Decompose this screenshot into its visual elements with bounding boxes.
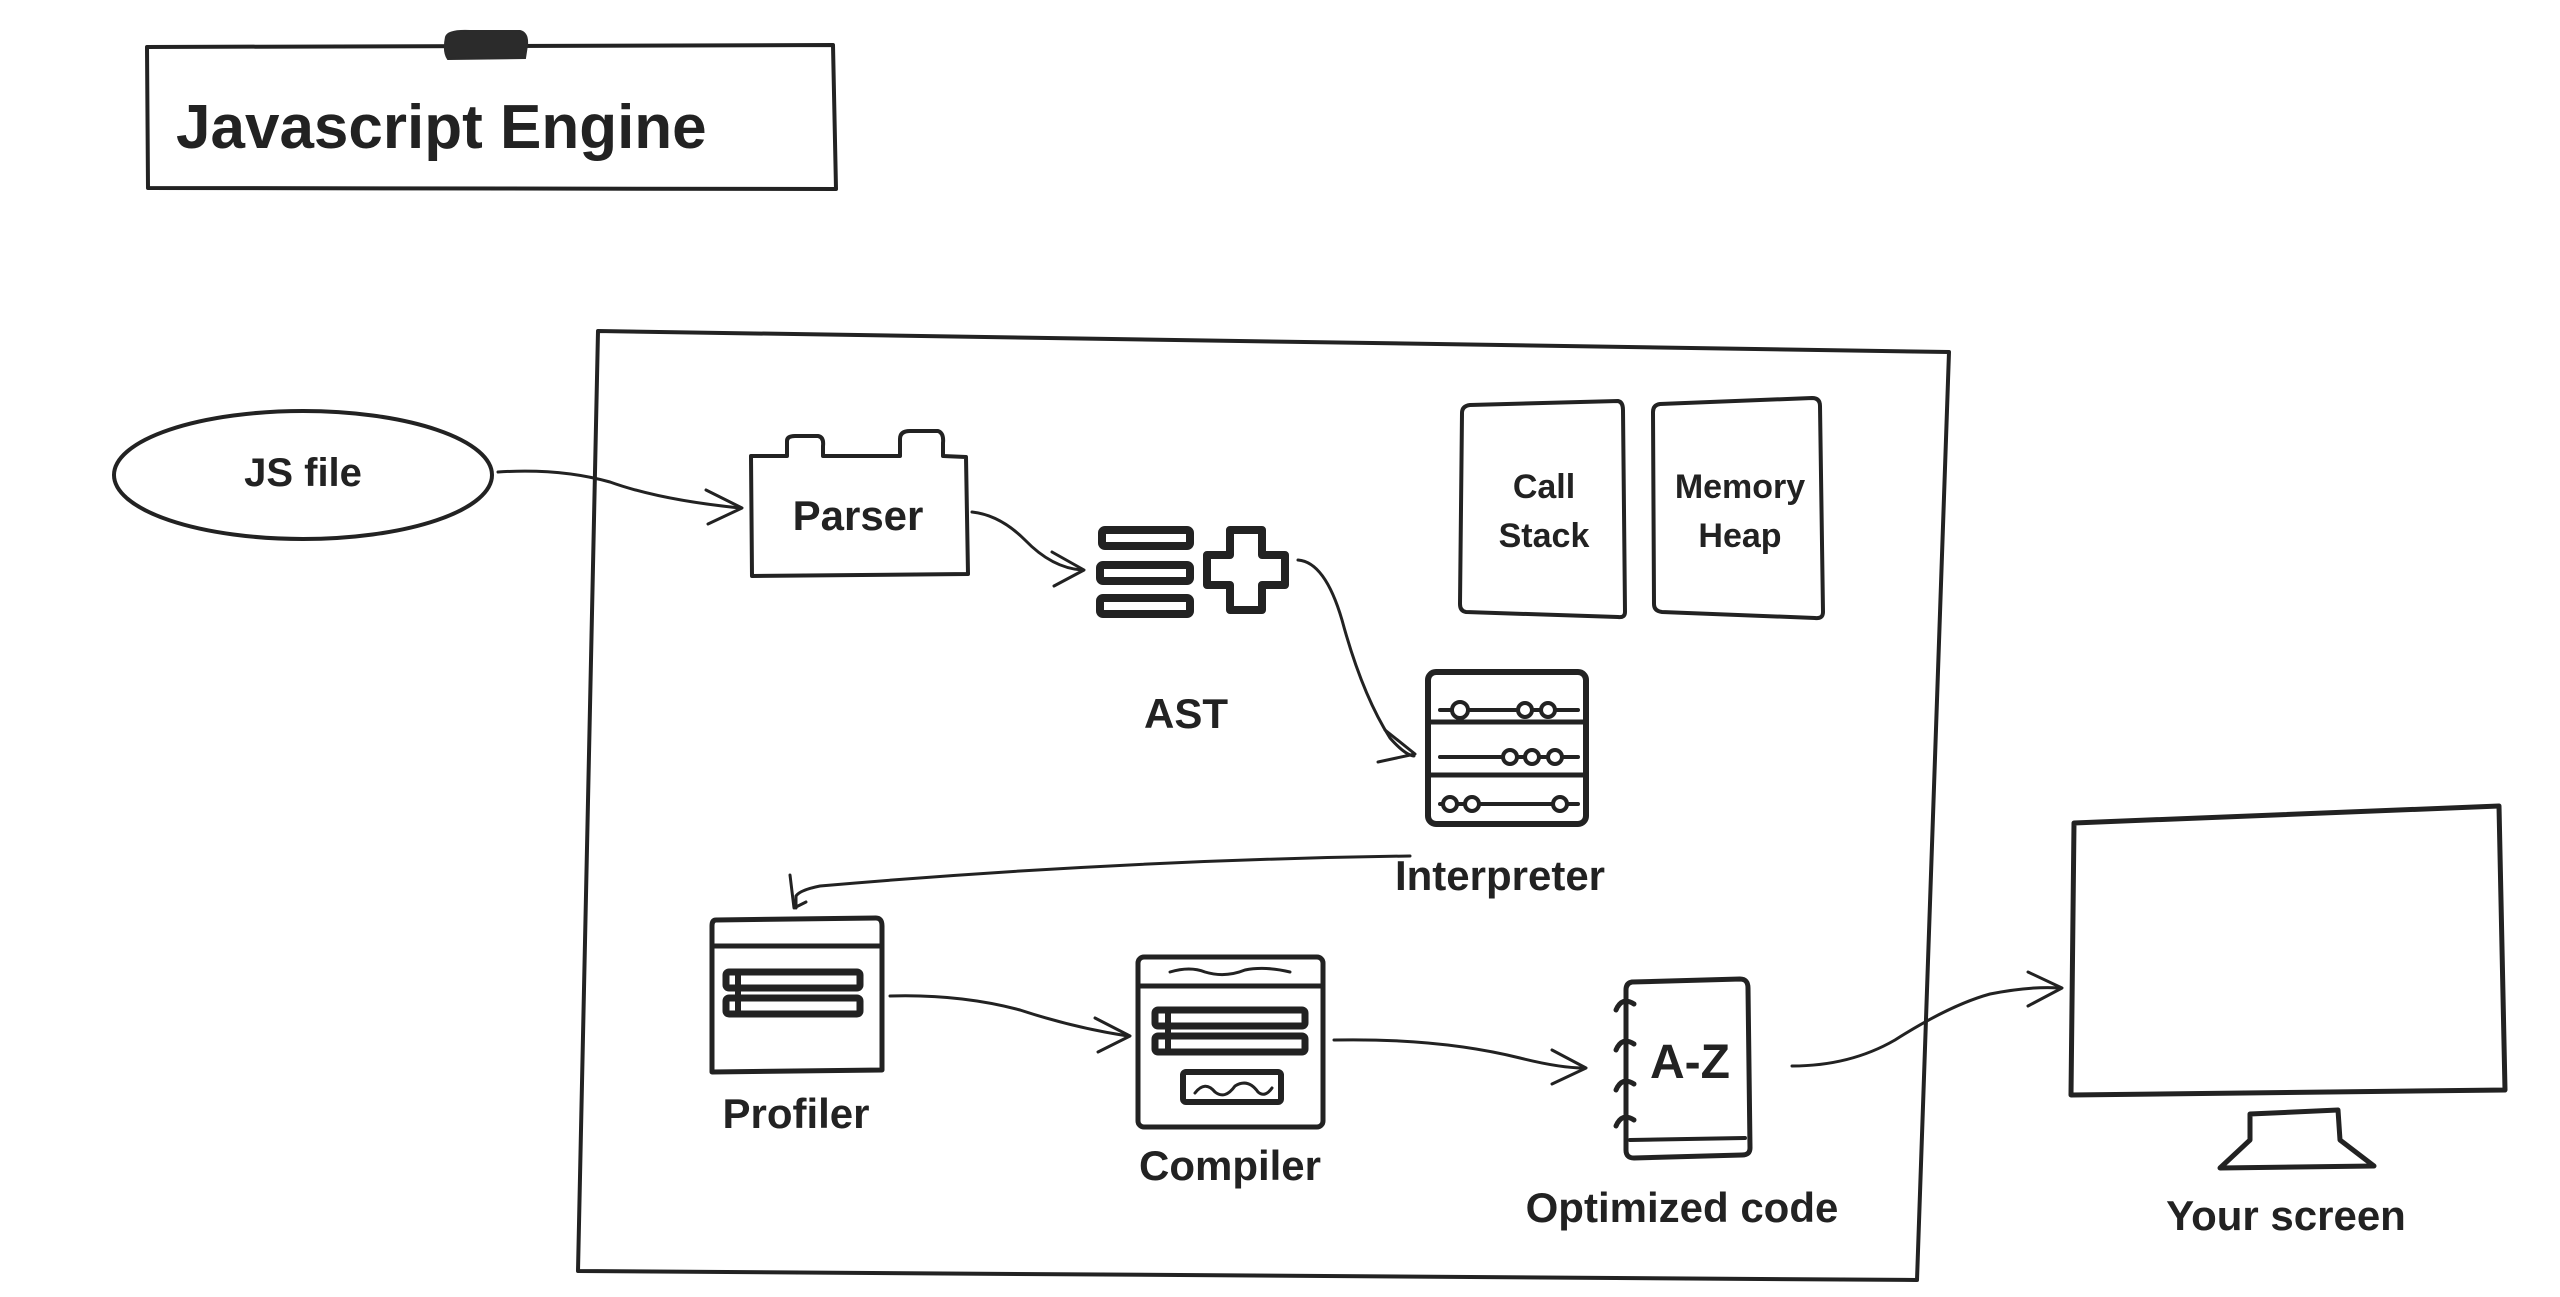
window-list-icon [709, 915, 885, 1075]
call-stack-label-line2: Stack [1499, 517, 1590, 555]
call-stack-label-line1: Call [1513, 468, 1575, 506]
js-file-node: JS file [112, 409, 494, 541]
window-code-icon [1135, 954, 1326, 1130]
parser-node: Parser [749, 429, 970, 578]
your-screen-label: Your screen [2166, 1192, 2406, 1239]
profiler-node: Profiler [709, 915, 885, 1137]
title-box: Javascript Engine [145, 29, 838, 191]
server-rack-icon [1425, 669, 1589, 827]
compiler-node: Compiler [1135, 954, 1326, 1189]
profiler-label: Profiler [722, 1090, 869, 1137]
parser-label: Parser [793, 492, 924, 539]
ast-label: AST [1144, 690, 1228, 737]
interpreter-label: Interpreter [1395, 852, 1605, 899]
arrow-compiler-to-optimized [1332, 1038, 1588, 1086]
your-screen-node: Your screen [2068, 803, 2508, 1239]
optimized-code-node: A-Z Optimized code [1526, 976, 1839, 1231]
arrow-parser-to-ast [970, 510, 1086, 588]
call-stack-node: Call Stack [1458, 399, 1627, 620]
arrow-jsfile-to-parser [496, 469, 744, 526]
notebook-icon: A-Z [1613, 976, 1753, 1161]
compiler-label: Compiler [1139, 1142, 1321, 1189]
memory-heap-label-line2: Heap [1698, 517, 1781, 555]
ast-node: AST [1096, 526, 1289, 737]
arrow-optimized-to-screen [1790, 970, 2064, 1068]
list-plus-icon [1096, 526, 1289, 618]
memory-heap-label-line1: Memory [1675, 468, 1805, 506]
page-title: Javascript Engine [176, 93, 707, 162]
tape-icon [443, 29, 529, 61]
optimized-code-label: Optimized code [1526, 1184, 1839, 1231]
memory-heap-node: Memory Heap [1651, 396, 1825, 621]
arrow-ast-to-interpreter [1296, 558, 1417, 764]
js-file-label: JS file [244, 451, 362, 495]
arrow-profiler-to-compiler [888, 994, 1132, 1054]
monitor-icon [2068, 803, 2508, 1171]
engine-container [576, 329, 1951, 1282]
interpreter-node: Interpreter [1395, 669, 1605, 899]
arrows [496, 469, 2064, 1086]
arrow-interpreter-to-profiler [788, 854, 1412, 910]
optimized-icon-label: A-Z [1650, 1036, 1730, 1089]
battery-icon [749, 429, 970, 578]
